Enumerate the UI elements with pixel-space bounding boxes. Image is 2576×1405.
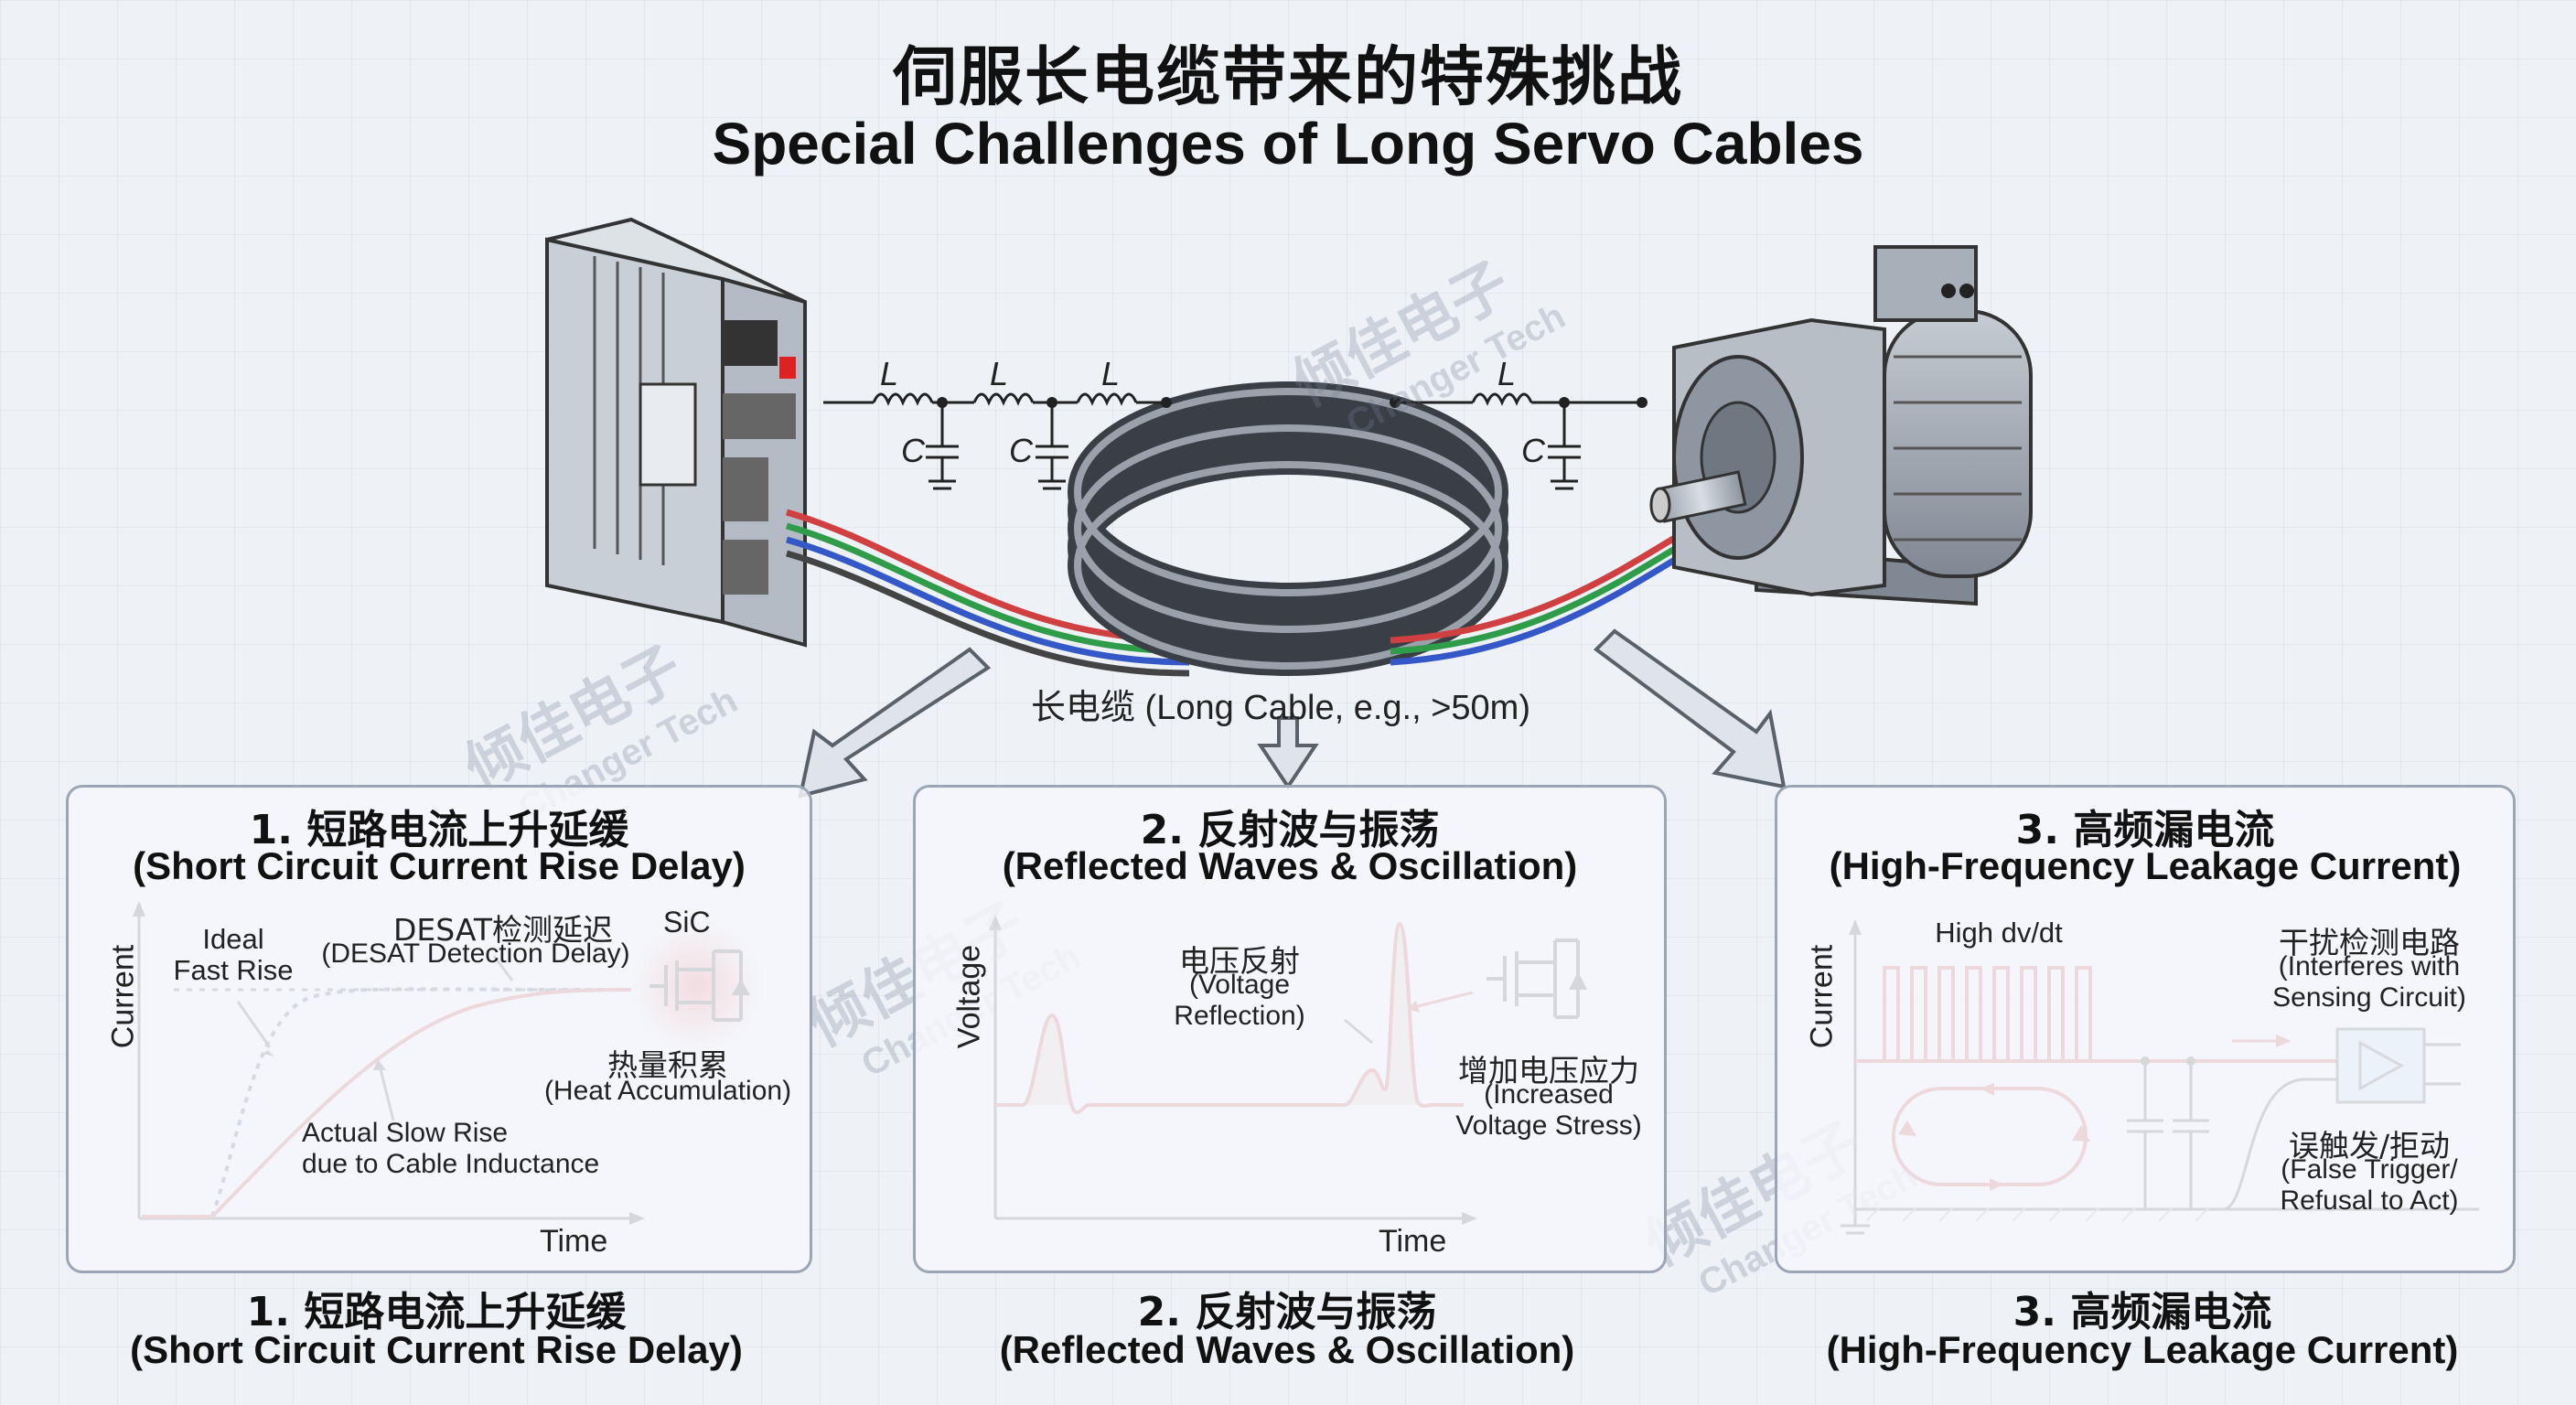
coiled-cable (1068, 381, 1508, 676)
capacitor-label: C (1009, 432, 1033, 469)
page-title-english: Special Challenges of Long Servo Cables (712, 111, 1864, 177)
inductor-label: L (1497, 355, 1517, 392)
capacitor-label: C (1521, 432, 1545, 469)
servo-motor (1649, 245, 2033, 606)
heat-label-en: (Heat Accumulation) (543, 1076, 792, 1106)
dvdt-label: High dv/dt (1935, 917, 2063, 949)
panel-leakage-current: 3. 高频漏电流 (High-Frequency Leakage Current… (1775, 785, 2516, 1273)
desat-label-en: (DESAT Detection Delay) (321, 938, 630, 969)
reflection-label-en: (Voltage Reflection) (1174, 970, 1305, 1031)
inductor-label: L (1101, 355, 1121, 392)
panel-title-en: (Short Circuit Current Rise Delay) (133, 844, 746, 887)
caption-zh-2: 2. 反射波与振荡 (1137, 1289, 1437, 1335)
desat-label-zh: DESAT检测延迟 (393, 912, 613, 948)
lc-ladder-right (1390, 392, 1647, 490)
sic-label: SiC (663, 906, 711, 938)
reflection-label-zh: 电压反射 (1179, 943, 1300, 979)
panel-title-zh: 2. 反射波与振荡 (1140, 807, 1440, 853)
caption-zh-3: 3. 高频漏电流 (2012, 1289, 2272, 1335)
ideal-label: Ideal Fast Rise (173, 923, 294, 986)
y-axis-label: Current (1804, 944, 1840, 1049)
caption-en-3: (High-Frequency Leakage Current) (1826, 1328, 2459, 1371)
stress-label-en: (Increased Voltage Stress) (1455, 1079, 1642, 1141)
y-axis-label: Current (105, 944, 141, 1049)
panel-title-en: (Reflected Waves & Oscillation) (1002, 844, 1578, 887)
stress-label-zh: 增加电压应力 (1458, 1053, 1639, 1089)
page-title-chinese: 伺服长电缆带来的特殊挑战 (893, 39, 1683, 114)
actual-rise-label: Actual Slow Rise due to Cable Inductance (302, 1118, 600, 1179)
interference-label-zh: 干扰检测电路 (2279, 925, 2460, 960)
x-axis-label: Time (540, 1224, 608, 1259)
flow-arrows (798, 628, 1787, 799)
x-axis-label: Time (1379, 1224, 1447, 1259)
false-trigger-label-zh: 误触发/拒动 (2288, 1128, 2451, 1164)
capacitor-label: C (901, 432, 925, 469)
panel-reflected-waves: 2. 反射波与振荡 (Reflected Waves & Oscillation… (913, 785, 1667, 1273)
servo-drive (545, 217, 807, 648)
panel-title-zh: 3. 高频漏电流 (2015, 807, 2275, 853)
panel-short-circuit: 1. 短路电流上升延缓 (Short Circuit Current Rise … (66, 785, 812, 1273)
caption-zh-1: 1. 短路电流上升延缓 (246, 1289, 627, 1335)
cable-label: 长电缆 (Long Cable, e.g., >50m) (1031, 689, 1530, 727)
caption-en-2: (Reflected Waves & Oscillation) (999, 1328, 1575, 1371)
caption-en-1: (Short Circuit Current Rise Delay) (130, 1328, 743, 1371)
panel-title-en: (High-Frequency Leakage Current) (1829, 844, 2462, 887)
inductor-label: L (990, 355, 1009, 392)
lc-ladder-left (823, 392, 1171, 490)
y-axis-label: Voltage (951, 944, 987, 1049)
heat-label-zh: 热量积累 (607, 1047, 728, 1083)
inductor-label: L (880, 355, 899, 392)
interference-label-en: (Interferes with Sensing Circuit) (2272, 951, 2466, 1013)
panel-title-zh: 1. 短路电流上升延缓 (249, 807, 629, 853)
false-trigger-label-en: (False Trigger/ Refusal to Act) (2280, 1154, 2459, 1216)
